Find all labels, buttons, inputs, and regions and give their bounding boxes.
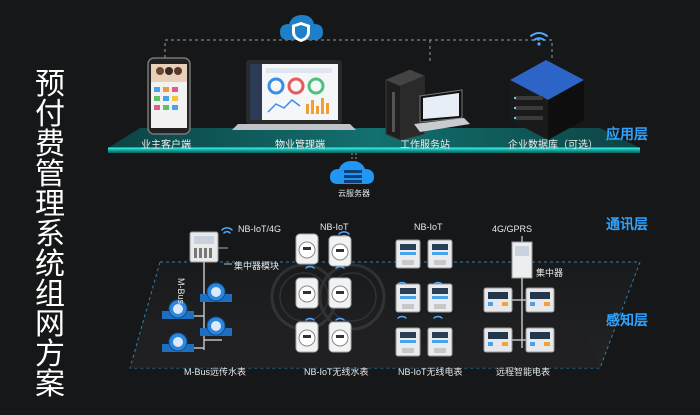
perception-platform (129, 261, 641, 369)
nb-elec-meter-label: NB-IoT无线电表 (398, 367, 463, 377)
nb-elec-meter (395, 327, 421, 357)
title-char: 理 (35, 187, 65, 222)
nb-elec-meter (427, 283, 453, 313)
mbus-water-meter (200, 282, 232, 302)
comm-nb-iot-4g-label: NB-IoT/4G (238, 224, 282, 234)
property-client-label: 物业管理端 (275, 140, 325, 151)
nb-water-meter-label: NB-IoT无线水表 (304, 367, 369, 377)
nb-water-meter (328, 321, 352, 353)
owner-client-label: 业主客户端 (141, 140, 191, 151)
title-char: 管 (35, 157, 65, 192)
layer-label-perception: 感知层 (606, 312, 648, 328)
remote-elec-meter (525, 327, 555, 353)
cloud-server-label: 云服务器 (338, 189, 370, 198)
title-char: 费 (35, 127, 65, 162)
title-char: 统 (35, 247, 65, 282)
remote-elec-meter (525, 287, 555, 313)
application-platform (108, 128, 640, 153)
nb-water-meter (295, 321, 319, 353)
vertical-title: 预付费管理系统组网方案 (30, 70, 70, 400)
nb-elec-meter (395, 283, 421, 313)
title-char: 方 (35, 337, 65, 372)
workstation-label: 工作服务站 (400, 140, 450, 151)
laptop-device (232, 60, 356, 130)
remote-elec-meter (483, 327, 513, 353)
phone-device (147, 57, 191, 135)
nb-elec-meter (427, 327, 453, 357)
nb-water-meter (328, 235, 352, 267)
remote-elec-meter-label: 远程智能电表 (496, 367, 551, 377)
wifi-icon (530, 32, 548, 46)
mbus-water-meter (200, 316, 232, 336)
mbus-water-meter (162, 332, 194, 352)
database-label: 企业数据库（可选） (508, 140, 598, 151)
title-char: 系 (35, 217, 65, 252)
title-char: 预 (35, 67, 65, 102)
concentrator-module-device (189, 231, 228, 263)
top-network-link (164, 39, 553, 62)
title-char: 付 (35, 97, 65, 132)
layer-label-application: 应用层 (606, 126, 648, 142)
concentrator-module-label: 集中器模块 (234, 261, 280, 271)
comm-gprs-label: 4G/GPRS (492, 224, 533, 234)
nb-water-meter (295, 233, 319, 265)
title-char: 网 (35, 307, 65, 342)
mbus-water-meter (162, 299, 194, 319)
meter-group (162, 233, 555, 357)
cloud-server-icon (330, 161, 374, 184)
title-char: 案 (35, 367, 65, 402)
nb-water-meter (295, 277, 319, 309)
layer-label-communication: 通讯层 (606, 216, 648, 232)
nb-elec-meter (395, 239, 421, 269)
mbus-water-meter-label: M-Bus远传水表 (184, 367, 247, 377)
comm-nb-iot-water-label: NB-IoT (320, 222, 349, 232)
title-char: 组 (35, 277, 65, 312)
security-cloud-icon (280, 15, 323, 42)
remote-elec-meter (483, 287, 513, 313)
concentrator-label: 集中器 (536, 268, 564, 278)
database-server (510, 60, 584, 140)
nb-water-meter (328, 277, 352, 309)
mbus-label: M-Bus (176, 278, 186, 305)
workstation-device (385, 69, 470, 141)
comm-nb-iot-elec-label: NB-IoT (414, 222, 443, 232)
nb-elec-meter (427, 239, 453, 269)
